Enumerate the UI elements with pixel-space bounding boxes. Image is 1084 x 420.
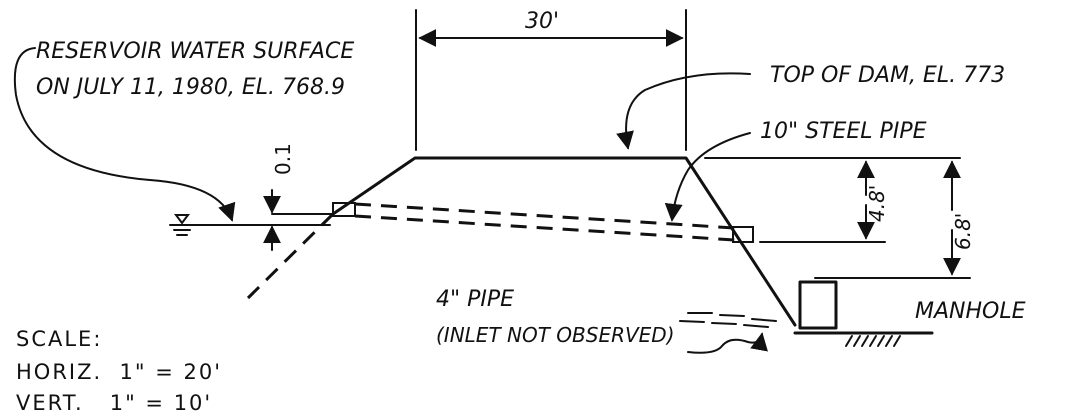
steel-pipe-leader bbox=[664, 132, 751, 222]
pipe-drop-label: 4.8' bbox=[865, 185, 889, 222]
manhole-label: MANHOLE bbox=[915, 299, 1026, 324]
dam-embankment bbox=[331, 156, 797, 327]
steel-pipe-inlet bbox=[332, 202, 356, 217]
reservoir-water-surface bbox=[169, 213, 334, 236]
four-inch-pipe bbox=[679, 312, 777, 328]
reservoir-label-line2: ON JULY 11, 1980, EL. 768.9 bbox=[36, 75, 345, 100]
top-of-dam-leader bbox=[616, 72, 751, 150]
scale-horizontal: HORIZ. 1" = 20' bbox=[16, 360, 222, 384]
scale-vertical: VERT. 1" = 10' bbox=[16, 391, 212, 415]
dam-height-dimension: 6.8' bbox=[943, 160, 975, 276]
crest-width-label: 30' bbox=[525, 9, 559, 34]
freeboard-label: 0.1 bbox=[271, 143, 295, 175]
four-inch-pipe-leader bbox=[687, 332, 768, 354]
ground-hatch bbox=[845, 335, 901, 347]
four-inch-pipe-label-line2: (INLET NOT OBSERVED) bbox=[436, 323, 675, 347]
freeboard-dimension: 0.1 bbox=[263, 143, 295, 251]
water-surface-symbol bbox=[174, 214, 190, 225]
pipe-drop-dimension: 4.8' bbox=[857, 160, 889, 240]
manhole-box bbox=[798, 280, 838, 330]
manhole bbox=[793, 280, 934, 347]
scale-title: SCALE: bbox=[16, 327, 102, 351]
upstream-slope-extension bbox=[246, 212, 335, 300]
crest-width-dimension: 30' bbox=[415, 9, 687, 151]
four-inch-pipe-label-line1: 4" PIPE bbox=[436, 287, 514, 312]
steel-pipe-label: 10" STEEL PIPE bbox=[760, 119, 927, 144]
reservoir-leader bbox=[13, 47, 236, 222]
top-of-dam-label: TOP OF DAM, EL. 773 bbox=[770, 63, 1005, 88]
steel-pipe-outlet bbox=[732, 226, 754, 243]
steel-pipe bbox=[332, 202, 754, 243]
reservoir-label-line1: RESERVOIR WATER SURFACE bbox=[36, 39, 354, 64]
dam-height-label: 6.8' bbox=[951, 213, 975, 250]
